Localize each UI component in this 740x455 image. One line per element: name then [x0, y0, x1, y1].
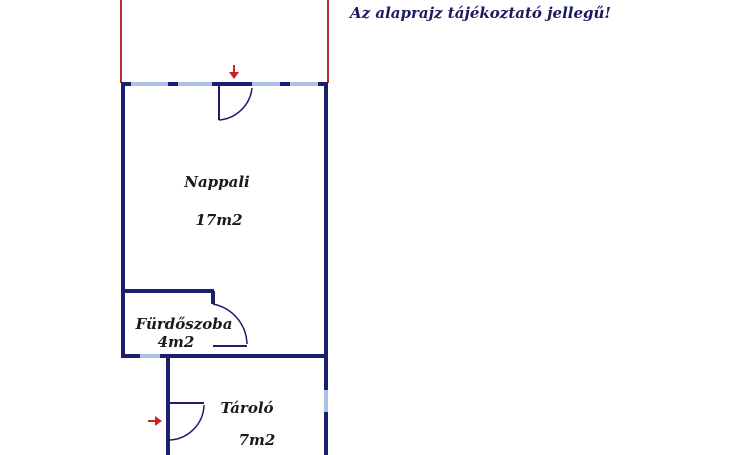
room-area-nappali: 17m2: [195, 211, 242, 229]
entrance-door: [218, 84, 253, 121]
bathroom-door: [212, 303, 248, 347]
room-name-tarolo: Tároló: [220, 399, 273, 417]
room-name-nappali: Nappali: [183, 173, 250, 191]
room-name-furdoszoba: Fürdőszoba: [135, 315, 233, 333]
room-area-tarolo: 7m2: [239, 431, 276, 449]
entrance-arrow-icon: [229, 65, 239, 79]
terrace-outline: [120, 0, 329, 83]
disclaimer-note: Az alaprajz tájékoztató jellegű!: [348, 4, 611, 22]
storage-arrow-icon: [148, 416, 162, 426]
room-area-furdoszoba: 4m2: [158, 333, 195, 351]
storage-door: [167, 402, 205, 441]
